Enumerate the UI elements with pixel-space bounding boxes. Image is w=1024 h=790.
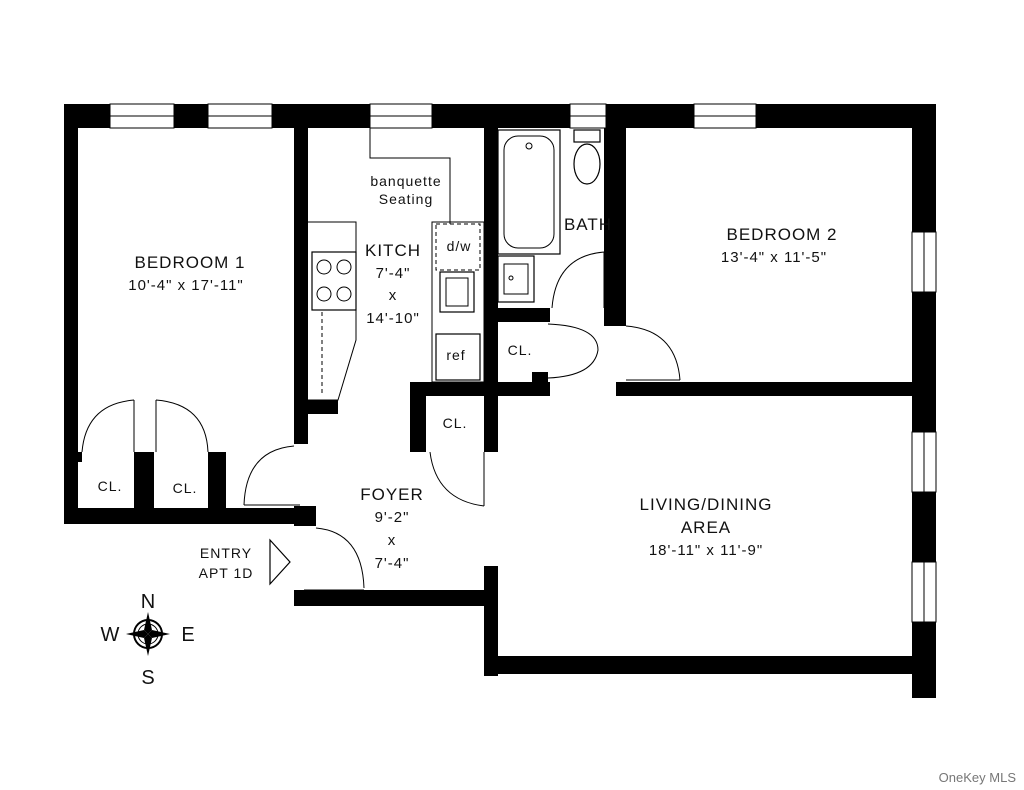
living-name-line1: LIVING/DINING — [640, 495, 773, 514]
compass-north-label: N — [141, 591, 155, 613]
compass-rose-icon: N S E W — [101, 591, 195, 689]
fixture-labels: banquette Seating d/w ref — [370, 173, 472, 363]
closet-label: CL. — [443, 415, 468, 431]
kitchen-dim-x: x — [389, 287, 398, 304]
compass-east-label: E — [181, 624, 194, 646]
watermark: OneKey MLS — [939, 770, 1017, 785]
closet-label: CL. — [508, 342, 533, 358]
foyer-dim-l: 7'-4" — [375, 555, 410, 572]
closet-label: CL. — [98, 478, 123, 494]
bath-sink-icon — [497, 255, 535, 303]
windows — [109, 103, 937, 623]
closet-labels: CL. CL. CL. CL. — [98, 342, 533, 496]
entry-label-line1: ENTRY — [200, 545, 252, 561]
kitchen-dim-l: 14'-10" — [366, 310, 420, 327]
compass-south-label: S — [141, 667, 154, 689]
refrigerator-label: ref — [446, 347, 465, 363]
stove-icon — [311, 251, 357, 311]
kitchen-name: KITCH — [365, 241, 421, 260]
living-dims: 18'-11" x 11'-9" — [649, 542, 763, 559]
living-name-line2: AREA — [681, 518, 731, 537]
foyer-name: FOYER — [360, 485, 424, 504]
bedroom2-name: BEDROOM 2 — [726, 225, 837, 244]
toilet-icon — [573, 129, 601, 185]
compass-west-label: W — [101, 624, 120, 646]
kitchen-sink-icon — [439, 271, 475, 313]
bedroom1-name: BEDROOM 1 — [134, 253, 245, 272]
fixtures — [308, 128, 601, 401]
entry-label-line2: APT 1D — [199, 565, 254, 581]
foyer-dim-w: 9'-2" — [375, 509, 410, 526]
bathtub-icon — [497, 129, 561, 255]
foyer-dim-x: x — [388, 532, 397, 549]
entry-marker: ENTRY APT 1D — [199, 538, 291, 586]
bath-name: BATH — [564, 215, 612, 234]
walls — [64, 104, 936, 698]
banquette-label-line2: Seating — [379, 191, 433, 207]
room-labels: BEDROOM 1 10'-4" x 17'-11" BEDROOM 2 13'… — [128, 215, 837, 572]
kitchen-dim-w: 7'-4" — [376, 265, 411, 282]
bedroom1-dims: 10'-4" x 17'-11" — [128, 277, 244, 294]
closet-label: CL. — [173, 480, 198, 496]
doors — [81, 251, 681, 591]
banquette-label-line1: banquette — [370, 173, 441, 189]
entry-arrow-icon — [269, 538, 291, 586]
dishwasher-label: d/w — [447, 238, 472, 254]
bedroom2-dims: 13'-4" x 11'-5" — [721, 249, 827, 266]
